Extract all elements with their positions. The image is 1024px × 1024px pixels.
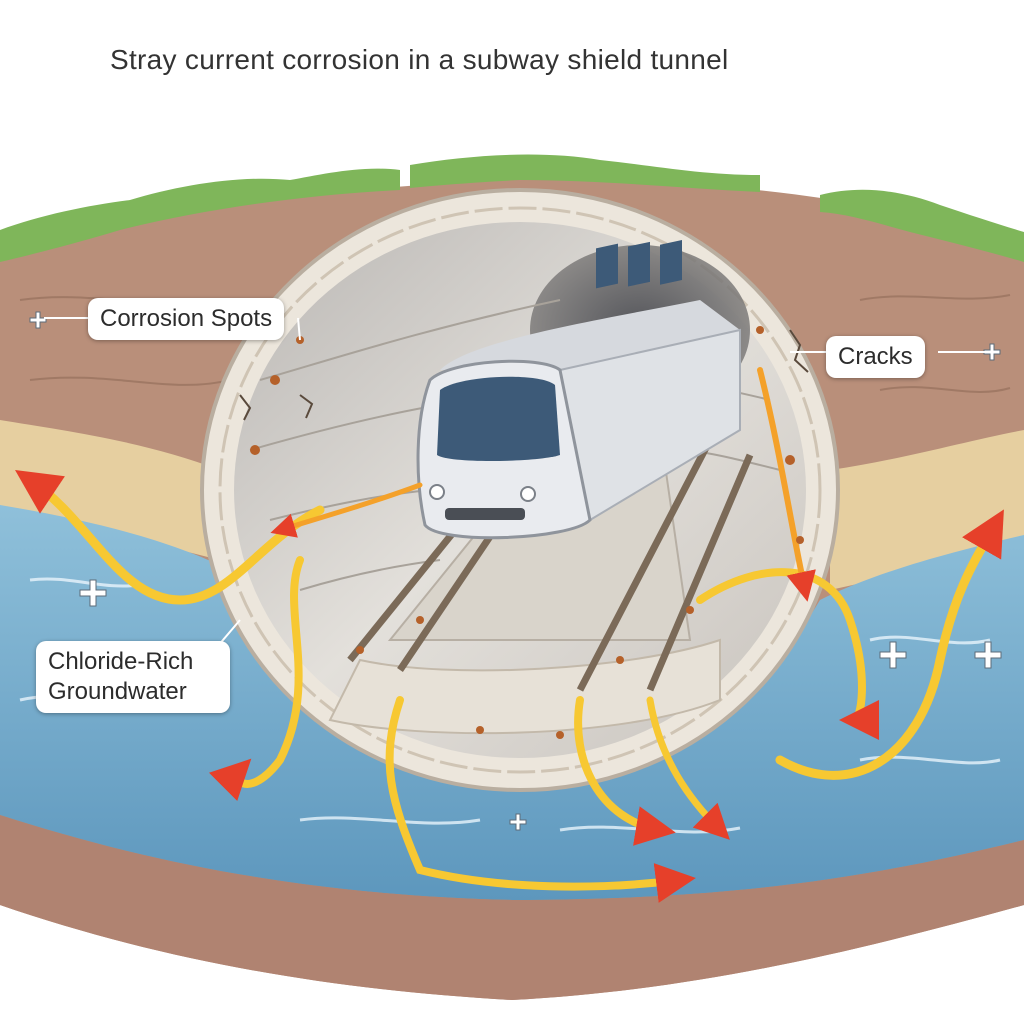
plus-marker (29, 311, 47, 329)
train-side-window-3 (660, 240, 682, 285)
crack-line (239, 394, 252, 421)
stray-current-path-center-1 (385, 696, 696, 903)
track-bed (328, 638, 721, 735)
rust-spot (476, 726, 484, 734)
rust-spot (796, 536, 804, 544)
rust-spot (756, 326, 764, 334)
stray-current-path-right-crack (757, 367, 816, 602)
rust-spot (556, 731, 564, 739)
train-side-window-1 (596, 243, 618, 289)
grass-strip-right (820, 189, 1024, 262)
rust-spot (616, 656, 624, 664)
tunnel-segment-ring (218, 206, 822, 774)
plus-marker (79, 579, 107, 607)
subway-train (416, 240, 741, 540)
plus-marker (879, 641, 907, 669)
rust-spot (785, 455, 795, 465)
grass-strip-left (0, 168, 400, 262)
train-headlight-left (429, 484, 445, 500)
train-windshield (437, 376, 560, 462)
grass-strip-center (410, 154, 760, 192)
stray-current-path-left-upper (15, 470, 325, 605)
callout-chloride-line-1: Chloride-Rich (48, 648, 194, 675)
rail-right-2 (646, 453, 754, 692)
callout-chloride-rich-groundwater: Chloride-Rich Groundwater (36, 641, 230, 713)
plus-marker (509, 813, 527, 831)
callout-cracks: Cracks (826, 336, 925, 378)
train-headlight-right (520, 486, 536, 502)
stray-current-path-left-lower (208, 556, 304, 802)
stray-current-path-right-2 (775, 509, 1004, 780)
train-bumper (445, 508, 525, 520)
train-roof (440, 300, 740, 370)
rust-spot (416, 616, 424, 624)
plus-marker (983, 343, 1001, 361)
stray-current-path-center-2 (574, 696, 676, 846)
stray-current-path-lining-left (270, 482, 423, 538)
train-side-window-2 (628, 241, 650, 287)
callout-corrosion-spots: Corrosion Spots (88, 298, 285, 340)
charge-markers (29, 311, 1002, 831)
rust-spot (686, 606, 694, 614)
soil-bottom-band (0, 815, 1024, 1000)
plus-marker (974, 641, 1002, 669)
rust-spot (250, 445, 260, 455)
stray-current-paths (15, 367, 1004, 903)
stray-current-path-right-1 (696, 568, 880, 740)
rust-spot (270, 375, 280, 385)
stray-current-path-center-3 (646, 696, 730, 840)
rail-right-1 (576, 438, 714, 692)
tunnel-brick-lines (249, 299, 781, 591)
rust-spot (356, 646, 364, 654)
diagram-title: Stray current corrosion in a subway shie… (110, 44, 729, 75)
corrosion-spots (250, 326, 804, 739)
crack-line (299, 394, 314, 419)
leader-corrosion-spots-tunnel (297, 317, 301, 341)
callout-chloride-line-2: Groundwater (48, 678, 187, 705)
sand-layer-left (0, 420, 220, 560)
